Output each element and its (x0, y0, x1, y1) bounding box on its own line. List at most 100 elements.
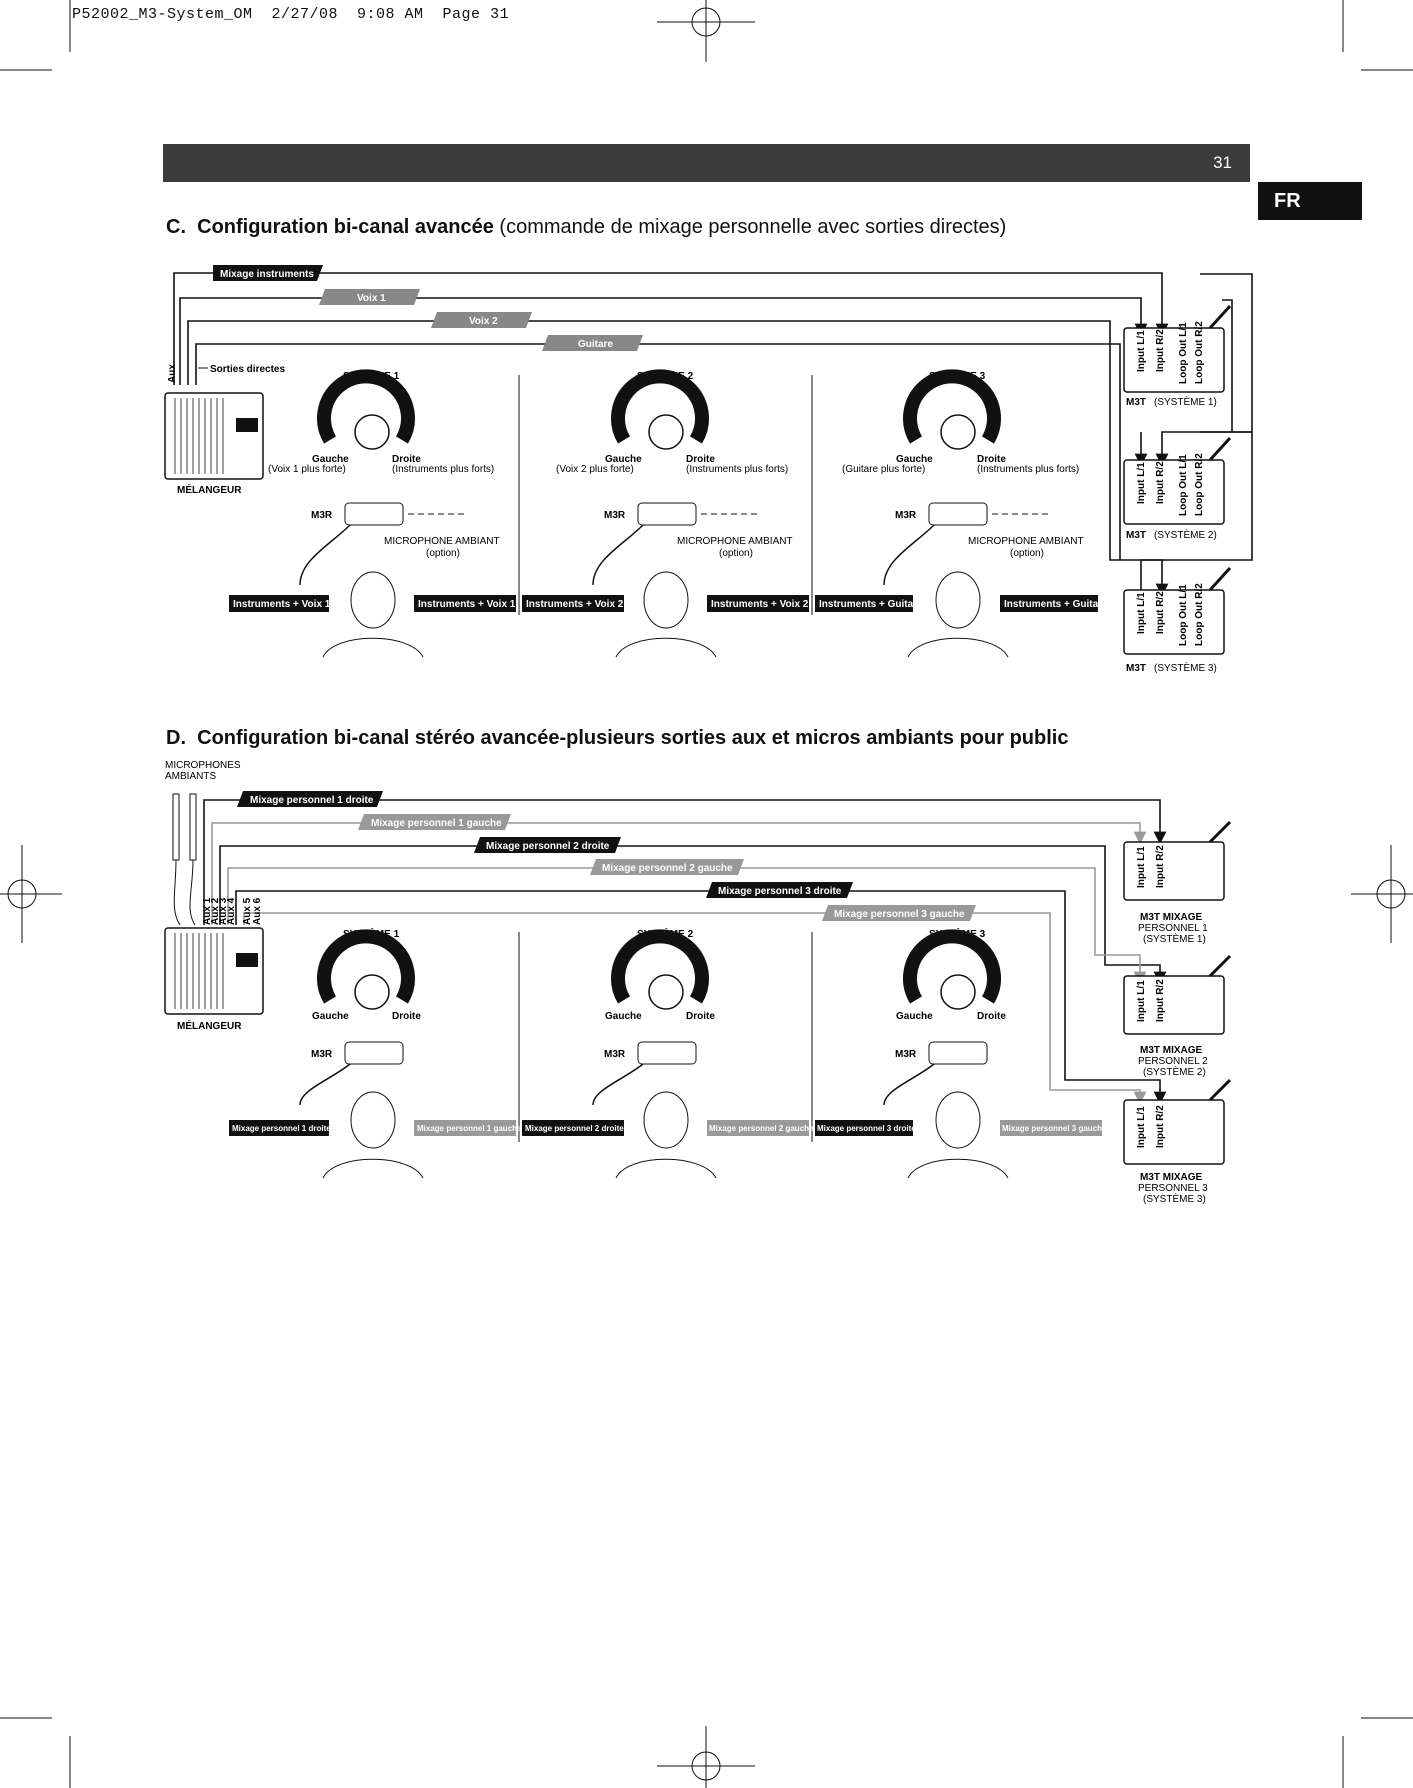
left-label: Gauche (896, 454, 933, 465)
port-label: Input R/2 (1155, 845, 1166, 888)
transmitter-caption: PERSONNEL 1 (1138, 923, 1208, 934)
left-bar-label: Mixage personnel 3 droite (817, 1124, 916, 1133)
feed-text: Mixage instruments (220, 269, 314, 280)
port-label: Loop Out L/1 (1178, 454, 1189, 516)
transmitter-d-1: Input L/1 Input R/2 M3T MIXAGE PERSONNEL… (1123, 820, 1232, 945)
system-d-2: SYSTÈME 2 Gauche Droite M3R Mixage perso… (522, 927, 814, 1179)
m3r-label: M3R (604, 1049, 626, 1060)
right-label: Droite (392, 1011, 421, 1022)
m3r-label: M3R (311, 1049, 333, 1060)
port-label: Loop Out L/1 (1178, 322, 1189, 384)
section-c-heading: Configuration bi-canal avancée (197, 216, 494, 238)
feed-text: Mixage personnel 3 droite (718, 886, 842, 897)
ambient-mic-label: MICROPHONE AMBIANT (384, 536, 500, 547)
left-note: (Voix 2 plus forte) (556, 464, 634, 475)
transmitter-model: M3T (1126, 663, 1146, 674)
feed-text: Mixage personnel 3 gauche (834, 909, 965, 920)
feed-text: Voix 2 (469, 316, 498, 327)
port-label: Input R/2 (1155, 329, 1166, 372)
transmitter-caption: (SYSTÈME 3) (1154, 661, 1217, 674)
feed-label-d-6: Mixage personnel 3 gauche (822, 905, 976, 921)
transmitter-caption: (SYSTÈME 1) (1154, 395, 1217, 408)
left-bar-label: Instruments + Guitare (819, 599, 923, 610)
mixer-label: MÉLANGEUR (177, 1019, 242, 1032)
port-label: Input R/2 (1155, 979, 1166, 1022)
right-bar-label: Instruments + Voix 1 (418, 599, 516, 610)
transmitter-caption: (SYSTÈME 2) (1154, 528, 1217, 541)
left-bar-label: Instruments + Voix 1 (233, 599, 331, 610)
m3r-label: M3R (895, 510, 917, 521)
mixer-label: MÉLANGEUR (177, 483, 242, 496)
aux-label: Aux 4 (226, 897, 237, 925)
ambient-mic-note: (option) (1010, 548, 1044, 559)
aux-labels: Aux 1 Aux 2 Aux 3 Aux 4 Aux 5 Aux 6 (202, 897, 263, 925)
port-label: Input R/2 (1155, 461, 1166, 504)
m3r-label: M3R (895, 1049, 917, 1060)
ambient-mic-note: (option) (719, 548, 753, 559)
port-label: Input L/1 (1136, 846, 1147, 888)
right-note: (Instruments plus forts) (392, 464, 494, 475)
feed-label-mix-instruments: Mixage instruments (213, 265, 323, 281)
port-label: Input L/1 (1136, 330, 1147, 372)
section-c-subtitle: (commande de mixage personnelle avec sor… (499, 216, 1007, 238)
feed-label-d-2: Mixage personnel 1 gauche (358, 814, 511, 830)
section-d-diagram: MICROPHONES AMBIANTS Mixage personnel 1 … (164, 760, 1232, 1205)
right-bar-label: Instruments + Voix 2 (711, 599, 809, 610)
system-d-1: SYSTÈME 1 Gauche Droite M3R Mixage perso… (229, 927, 522, 1179)
transmitter-caption: PERSONNEL 3 (1138, 1183, 1208, 1194)
right-label: Droite (686, 1011, 715, 1022)
transmitter-caption: PERSONNEL 2 (1138, 1056, 1208, 1067)
system-d-3: SYSTÈME 3 Gauche Droite M3R Mixage perso… (815, 927, 1107, 1179)
left-bar-label: Instruments + Voix 2 (526, 599, 624, 610)
transmitter-d-2: Input L/1 Input R/2 M3T MIXAGE PERSONNEL… (1123, 954, 1232, 1078)
mixer-d: MÉLANGEUR (164, 927, 264, 1032)
right-bar-label: Instruments + Guitare (1004, 599, 1108, 610)
ambient-mic-note: (option) (426, 548, 460, 559)
print-slug: P52002_M3-System_OM 2/27/08 9:08 AM Page… (72, 6, 510, 23)
section-c-diagram: Mixage instruments Voix 1 Voix 2 Guitare… (164, 265, 1253, 674)
direct-outputs-label: Sorties directes (210, 364, 285, 375)
aux-label: Aux 6 (252, 897, 263, 925)
ambient-mics-label: AMBIANTS (165, 771, 216, 782)
transmitter-caption: M3T MIXAGE (1140, 1172, 1203, 1183)
feed-text: Voix 1 (357, 293, 386, 304)
feed-label-voix1: Voix 1 (319, 289, 420, 305)
transmitter-model: M3T (1126, 397, 1146, 408)
port-label: Input L/1 (1136, 980, 1147, 1022)
language-tab: FR (1258, 182, 1362, 220)
transmitter-caption: (SYSTÈME 1) (1143, 932, 1206, 945)
feed-label-d-1: Mixage personnel 1 droite (237, 791, 383, 807)
port-label: Input R/2 (1155, 591, 1166, 634)
aux-label: Aux 1 (202, 897, 213, 925)
section-c-title: C. Configuration bi-canal avancée (comma… (166, 216, 1006, 239)
system-c-2: SYSTÈME 2 Gauche (Voix 2 plus forte) Dro… (522, 369, 809, 658)
left-bar-label: Mixage personnel 1 droite (232, 1124, 331, 1133)
left-label: Gauche (312, 1011, 349, 1022)
feed-label-guitare: Guitare (542, 335, 643, 351)
transmitter-d-3: Input L/1 Input R/2 M3T MIXAGE PERSONNEL… (1123, 1078, 1232, 1205)
left-label: Gauche (605, 454, 642, 465)
feed-label-d-3: Mixage personnel 2 droite (474, 837, 621, 853)
feed-text: Mixage personnel 2 droite (486, 841, 610, 852)
left-label: Gauche (896, 1011, 933, 1022)
port-label: Input L/1 (1136, 1106, 1147, 1148)
right-label: Droite (392, 454, 421, 465)
right-bar-label: Mixage personnel 1 gauche (417, 1124, 522, 1133)
feed-text: Mixage personnel 2 gauche (602, 863, 733, 874)
mixer-c: MÉLANGEUR (164, 392, 264, 496)
transmitter-c-2: Input L/1 Input R/2 Loop Out L/1 Loop Ou… (1123, 436, 1232, 541)
left-label: Gauche (312, 454, 349, 465)
aux-label: Aux 2 (210, 897, 221, 925)
port-label: Input L/1 (1136, 462, 1147, 504)
right-label: Droite (686, 454, 715, 465)
transmitter-c-3: Input L/1 Input R/2 Loop Out L/1 Loop Ou… (1123, 566, 1232, 674)
transmitter-caption: M3T MIXAGE (1140, 912, 1203, 923)
header-bar: 31 (163, 144, 1250, 182)
feed-label-d-5: Mixage personnel 3 droite (706, 882, 853, 898)
right-bar-label: Mixage personnel 2 gauche (709, 1124, 814, 1133)
transmitter-caption: M3T MIXAGE (1140, 1045, 1203, 1056)
right-note: (Instruments plus forts) (977, 464, 1079, 475)
page-number: 31 (1213, 153, 1232, 172)
